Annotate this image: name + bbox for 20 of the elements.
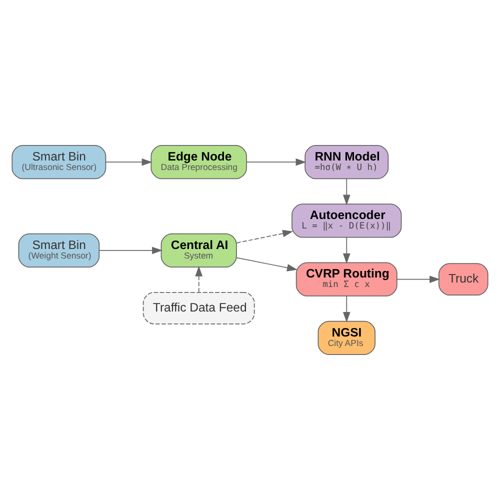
node-box: Smart Bin (Ultrasonic Sensor) [12, 145, 106, 180]
node-box: Traffic Data Feed [142, 292, 255, 324]
arrow [342, 178, 350, 206]
node-box: NGSI City APIs [318, 320, 376, 355]
node-box: Truck [438, 263, 488, 296]
arrow [236, 257, 298, 272]
arrow [195, 266, 203, 293]
arrow [236, 230, 294, 244]
node-box: RNN Model =hσ(W ∗ U h) [304, 145, 389, 180]
arrow [342, 236, 350, 264]
node-box: Autoencoder L = ‖x - D(E(x))‖ [292, 204, 402, 238]
arrow [98, 246, 163, 254]
node-box: Smart Bin (Weight Sensor) [18, 233, 100, 268]
arrow [246, 158, 306, 166]
arrow [396, 276, 440, 283]
node-box: CVRP Routing min Σ c x [296, 262, 398, 296]
arrow [105, 158, 152, 166]
arrow [342, 296, 350, 322]
node-box: Central AI System [160, 233, 237, 268]
node-box: Edge Node Data Preprocessing [150, 145, 247, 180]
